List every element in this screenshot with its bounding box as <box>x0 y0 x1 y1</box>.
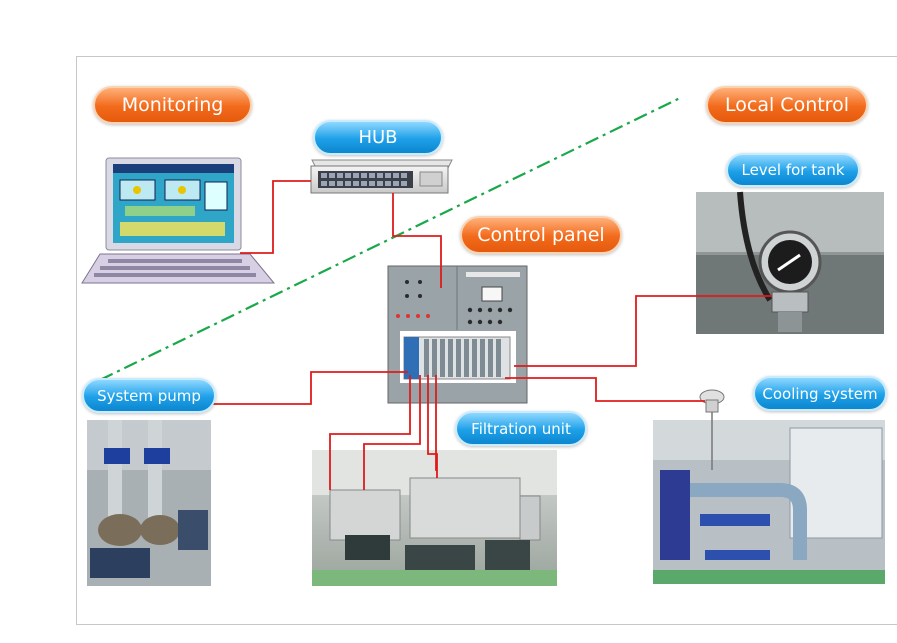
wire-filter-3 <box>427 375 438 478</box>
cooling-system-photo <box>653 420 885 584</box>
local-control-label: Local Control <box>706 86 868 124</box>
system-pump-photo <box>87 420 211 586</box>
hub-label: HUB <box>313 120 443 155</box>
wiring <box>212 180 772 490</box>
level-for-tank-label: Level for tank <box>726 153 860 187</box>
wire-panel-level <box>514 295 772 367</box>
monitoring-label: Monitoring <box>93 86 252 124</box>
cooling-system-label: Cooling system <box>753 376 887 411</box>
filtration-unit-label: Filtration unit <box>455 411 587 446</box>
control-panel-label: Control panel <box>460 216 622 254</box>
network-hub-icon <box>310 159 453 194</box>
control-panel-cabinet-icon <box>387 265 528 404</box>
wire-pump-panel <box>212 371 408 405</box>
wire-hub-panel <box>392 193 442 288</box>
keyboard-icon <box>81 253 276 284</box>
filtration-unit-photo <box>312 450 557 586</box>
wire-filter-2 <box>363 375 421 490</box>
temperature-sensor-icon <box>699 389 725 470</box>
wire-filter-1 <box>329 375 411 490</box>
system-pump-label: System pump <box>82 378 216 413</box>
wire-filter-4 <box>435 375 437 471</box>
wire-panel-cooling <box>505 377 705 402</box>
wire-monitor-hub <box>240 180 311 254</box>
level-sensor-photo <box>696 191 884 334</box>
computer-monitor-icon <box>105 157 242 251</box>
